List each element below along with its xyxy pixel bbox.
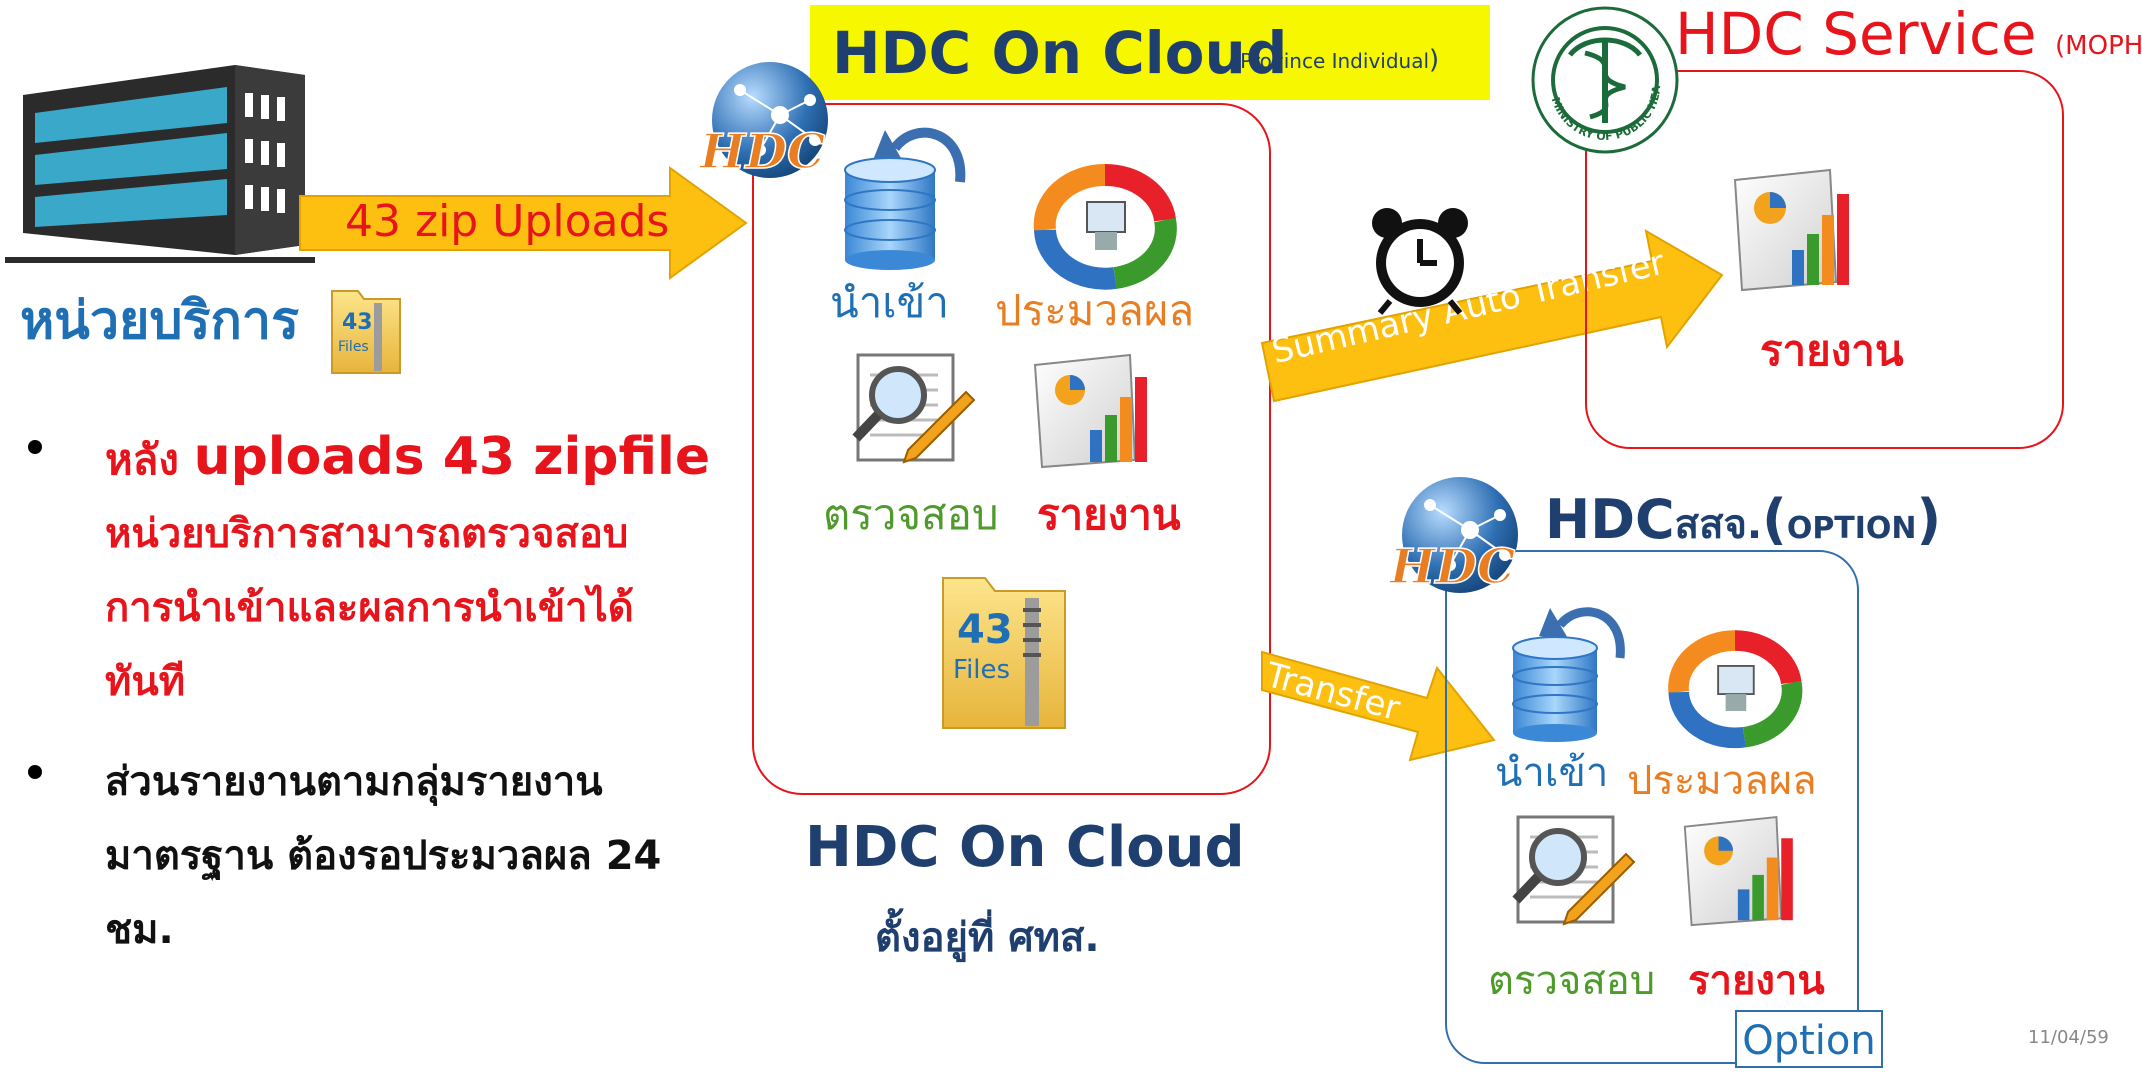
ssj-report-label: รายงาน	[1688, 958, 1825, 1004]
big-zip-folder-icon: 43 Files	[942, 577, 1066, 729]
moph-report-label: รายงาน	[1760, 326, 1904, 375]
ssj-report-chart-icon	[1683, 815, 1793, 927]
big-zip-folder-sub: Files	[953, 655, 1010, 685]
ssj-check-label: ตรวจสอบ	[1488, 958, 1656, 1004]
upload-arrow-label: 43 zip Uploads	[345, 196, 670, 247]
hdc-ssj-globe-logo: HDC	[1387, 477, 1518, 596]
hospital-building-icon	[5, 65, 315, 263]
summary-transfer-arrow	[1260, 229, 1724, 403]
zip-folder-sub: Files	[338, 339, 369, 355]
ssj-check-magnifier-icon	[1512, 815, 1636, 926]
hdc-cloud-title: HDC On Cloud	[832, 19, 1288, 87]
hdc-ssj-title-en: HDC	[1545, 488, 1675, 551]
cloud-process-label: ประมวลผล	[995, 286, 1195, 335]
hdc-service-title-text: HDC Service	[1675, 0, 2037, 68]
hdc-ssj-title-option: OPTION	[1786, 511, 1917, 546]
service-unit-label: หน่วยบริการ	[20, 291, 300, 351]
zip-folder-count: 43	[342, 310, 373, 335]
hdc-cloud-subtitle-text: Province Individual	[1240, 49, 1430, 73]
hdc-service-title: HDC Service (MOPH)	[1675, 0, 2142, 68]
bullet-dot-1	[28, 440, 42, 454]
footer-date: 11/04/59	[2028, 1027, 2109, 1048]
check-magnifier-icon	[852, 353, 976, 464]
big-zip-folder-count: 43	[957, 607, 1013, 653]
cloud-import-label: นำเข้า	[830, 278, 949, 327]
hdc-cloud-box	[752, 103, 1271, 795]
ssj-import-label: นำเข้า	[1495, 750, 1609, 796]
hdc-service-box	[1585, 70, 2064, 449]
hdc-globe-logo: HDC	[697, 62, 828, 181]
ssj-process-label: ประมวลผล	[1627, 758, 1817, 804]
moph-seal-logo: MINISTRY OF PUBLIC HEALTH	[1525, 0, 1679, 154]
hdc-ssj-box	[1445, 550, 1859, 1064]
zip-folder-icon: 43 Files	[331, 290, 401, 374]
bullet-dot-2	[28, 765, 42, 779]
hdc-cloud-header: HDC On Cloud (Province Individual)	[810, 5, 1490, 100]
bullet-item-2: ส่วนรายงานตามกลุ่มรายงาน มาตรฐาน ต้องรอป…	[105, 759, 662, 953]
ssj-database-import-icon	[1512, 607, 1625, 742]
ssj-process-cycle-icon	[1668, 630, 1803, 749]
hdc-ssj-title-th: สสจ.	[1674, 502, 1763, 548]
hdc-cloud-bottom-sub: ตั้งอยู่ที่ ศทส.	[875, 915, 1100, 961]
cloud-report-label: รายงาน	[1037, 490, 1181, 539]
option-tag: Option	[1735, 1010, 1883, 1068]
hdc-ssj-logo-text: HDC	[1388, 539, 1515, 595]
moph-report-chart-icon	[1733, 168, 1849, 292]
bullet-item-1: หลัง uploads 43 zipfile หน่วยบริการสามาร…	[105, 420, 745, 719]
hdc-cloud-logo-text: HDC	[698, 124, 825, 180]
hdc-ssj-title: HDCสสจ.(OPTION)	[1545, 488, 1942, 551]
hdc-cloud-bottom-title: HDC On Cloud	[805, 815, 1245, 880]
report-chart-icon	[1033, 353, 1147, 469]
hdc-cloud-subtitle: (Province Individual)	[1230, 45, 1440, 75]
alarm-clock-icon	[1372, 208, 1468, 315]
upload-arrow	[299, 166, 748, 280]
database-import-icon	[844, 127, 966, 270]
process-cycle-icon	[1033, 163, 1177, 290]
bullet-1-lead: หลัง	[105, 435, 194, 484]
bullet-1-text: หน่วยบริการสามารถตรวจสอบ การนำเข้าและผลก…	[105, 511, 634, 705]
cloud-check-label: ตรวจสอบ	[823, 490, 999, 539]
hdc-service-title-sub: MOPH	[2065, 31, 2142, 61]
bullet-1-emph: uploads 43 zipfile	[193, 427, 711, 487]
option-transfer-arrow	[1261, 650, 1496, 762]
